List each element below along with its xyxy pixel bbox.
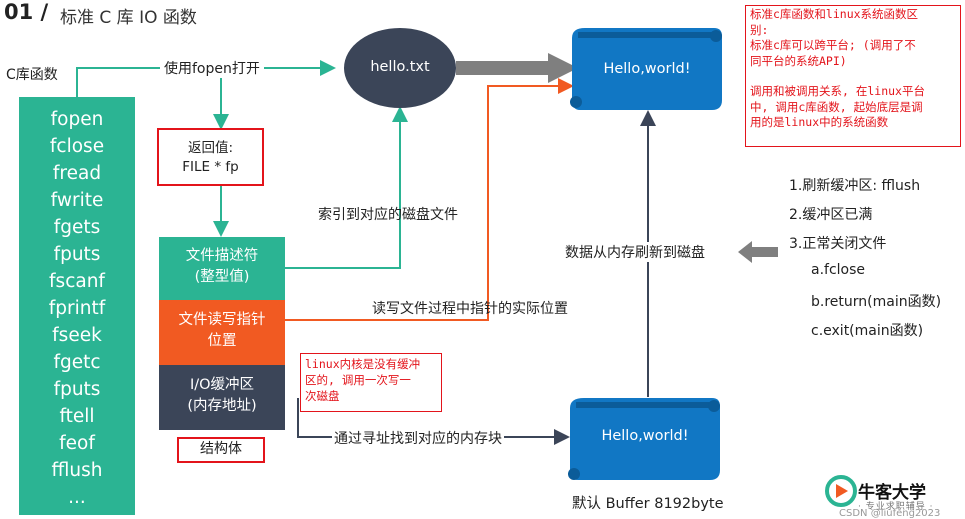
function-item: fseek [52, 325, 102, 346]
function-item: fclose [49, 136, 105, 157]
file-descriptor-block: 文件描述符 (整型值) [159, 237, 285, 300]
return-value-box: 返回值: FILE * fp [157, 128, 264, 186]
function-list: fopen fclose fread fwrite fgets fputs fs… [19, 97, 135, 515]
flush-condition-sub: b.return(main函数) [811, 294, 942, 310]
file-node-shape [344, 28, 456, 108]
buffer-scroll-label: Hello,world! [601, 428, 689, 444]
function-item: fgetc [53, 352, 101, 373]
function-item: fscanf [49, 271, 105, 292]
function-item: fwrite [50, 190, 104, 211]
note-line: 同平台的系统API) [750, 53, 847, 68]
note-line: linux内核是没有缓冲 [305, 357, 421, 371]
logo-name: 牛客大学 [858, 483, 926, 503]
fd-subtitle: (整型值) [194, 269, 250, 285]
rw-title: 文件读写指针 [178, 312, 266, 328]
buffer-scroll-shape [568, 398, 720, 480]
label-find-memory: 通过寻址找到对应的内存块 [332, 428, 504, 448]
rw-subtitle: 位置 [207, 333, 237, 349]
flush-condition: 3.正常关闭文件 [789, 236, 887, 252]
function-item: ftell [59, 406, 95, 427]
note-line: 标准c库可以跨平台; (调用了不 [750, 38, 916, 52]
flush-condition-sub: a.fclose [811, 262, 866, 278]
section-number: 01 / [4, 0, 49, 24]
clib-label: C库函数 [6, 67, 58, 83]
function-item: fread [52, 163, 102, 184]
file-node-label: hello.txt [370, 59, 430, 75]
struct-label: 结构体 [177, 437, 265, 463]
function-item: fputs [53, 244, 101, 265]
io-buffer-block: I/O缓冲区 (内存地址) [159, 365, 285, 430]
function-item: fflush [51, 460, 103, 481]
fd-title: 文件描述符 [185, 248, 259, 264]
label-use-fopen: 使用fopen打开 [160, 58, 264, 78]
return-value-type: FILE * fp [182, 159, 239, 175]
flush-condition: 2.缓冲区已满 [789, 207, 873, 223]
logo-mark [825, 475, 857, 507]
watermark: CSDN @liufeng2023 [839, 508, 941, 519]
page-title: 标准 C 库 IO 函数 [60, 8, 197, 28]
note-line: 标准c库函数和linux系统函数区 [750, 7, 919, 21]
note-line: 用的是linux中的系统函数 [750, 115, 889, 129]
arrow-fd-to-file [285, 106, 408, 269]
disk-scroll-shape [570, 28, 722, 110]
buffer-caption: 默认 Buffer 8192byte [572, 496, 724, 512]
function-item: fputs [53, 379, 101, 400]
io-subtitle: (内存地址) [187, 398, 257, 414]
return-value-title: 返回值: [187, 140, 234, 156]
note-line: 区的, 调用一次写一 [305, 373, 411, 387]
function-item: feof [59, 433, 95, 454]
disk-scroll-label: Hello,world! [603, 61, 691, 77]
flush-condition: 1.刷新缓冲区: fflush [789, 178, 921, 194]
note-line: 调用和被调用关系, 在linux平台 [750, 84, 925, 98]
function-item: ... [68, 487, 86, 508]
note-line: 次磁盘 [305, 389, 340, 403]
label-index-disk: 索引到对应的磁盘文件 [318, 207, 458, 223]
label-flush-disk: 数据从内存刷新到磁盘 [563, 242, 707, 262]
logo-subtitle: · 专业求职辅导 · [858, 502, 934, 512]
rw-pointer-block: 文件读写指针 位置 [159, 300, 285, 365]
arrow-rw-to-disk [285, 78, 574, 321]
flush-condition-sub: c.exit(main函数) [811, 323, 924, 339]
arrow-file-to-disk [456, 53, 578, 83]
note-line: 中, 调用c库函数, 起始底层是调 [750, 99, 923, 114]
note-line: 别: [750, 22, 769, 37]
function-item: fgets [53, 217, 101, 238]
label-rw-pointer: 读写文件过程中指针的实际位置 [372, 301, 568, 317]
note-kernel-buffer: linux内核是没有缓冲 区的, 调用一次写一 次磁盘 [300, 353, 442, 412]
note-clib-vs-syscall: 标准c库函数和linux系统函数区 别: 标准c库可以跨平台; (调用了不 同平… [745, 5, 961, 147]
function-item: fprintf [48, 298, 106, 319]
arrow-conditions-to-flush [738, 241, 778, 263]
io-title: I/O缓冲区 [189, 377, 255, 393]
function-item: fopen [50, 109, 104, 130]
